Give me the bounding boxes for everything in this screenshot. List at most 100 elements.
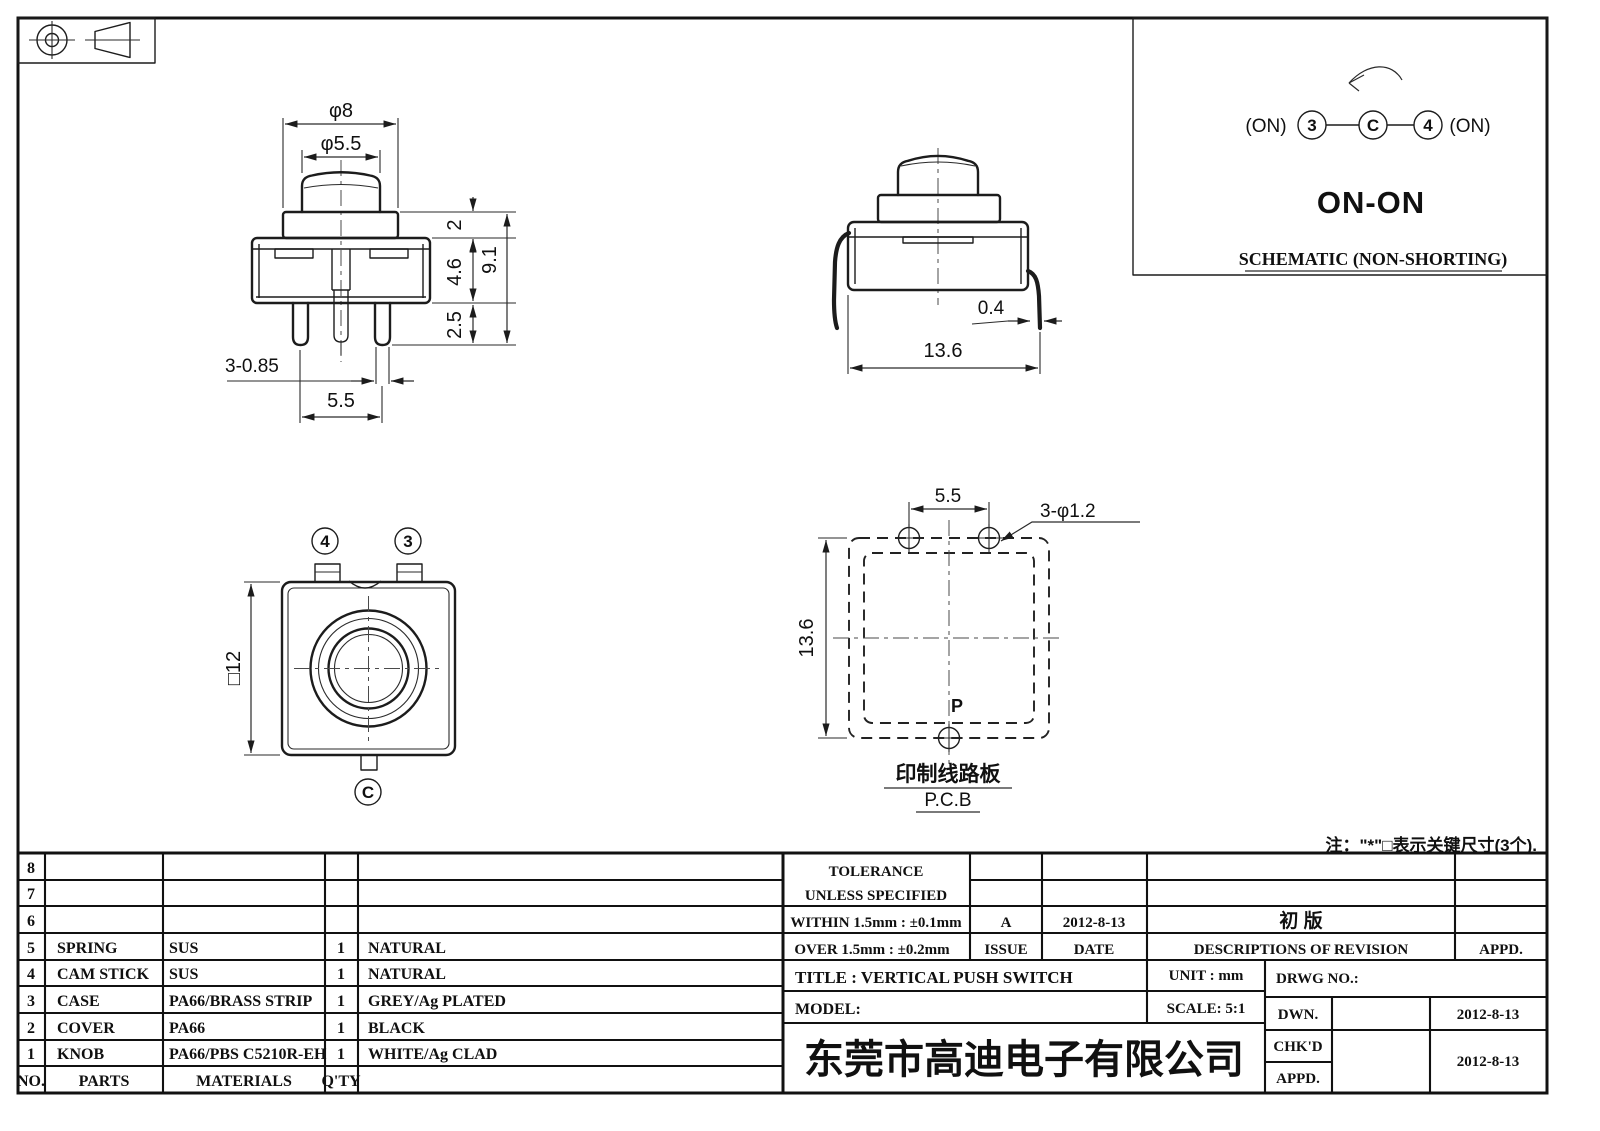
dim-hole-diameter: 3-φ1.2 <box>1040 501 1096 522</box>
parts-table: 8 7 6 5 SPRING SUS 1 NATURAL 4 CAM STICK… <box>17 860 506 1090</box>
date-label: DATE <box>1074 942 1115 958</box>
row-qty: 1 <box>337 966 345 983</box>
issue-value: A <box>1001 915 1012 931</box>
row-color: NATURAL <box>368 966 446 983</box>
dim-square-12: □12 <box>223 651 245 685</box>
left-clip <box>831 230 852 331</box>
side-view: 0.4 13.6 <box>831 148 1062 374</box>
schematic-left-on: (ON) <box>1245 116 1286 137</box>
row-material: PA66/BRASS STRIP <box>169 993 313 1010</box>
row-part: CAM STICK <box>57 966 150 983</box>
revision-block: TOLERANCE UNLESS SPECIFIED WITHIN 1.5mm … <box>790 864 1523 958</box>
row-color: NATURAL <box>368 940 446 957</box>
row-qty: 1 <box>337 940 345 957</box>
company-name: 东莞市高迪电子有限公司 <box>804 1038 1244 1082</box>
pcb-caption-en: P.C.B <box>924 790 971 811</box>
row-material: PA66/PBS C5210R-EH <box>169 1046 327 1063</box>
dim-phi8: φ8 <box>329 100 353 122</box>
unit-label: UNIT : mm <box>1169 968 1244 984</box>
scale-label: SCALE: 5:1 <box>1167 1001 1246 1017</box>
right-clip <box>1025 268 1043 331</box>
revision-appd-label: APPD. <box>1479 942 1523 958</box>
tolerance-over: OVER 1.5mm : ±0.2mm <box>794 942 950 958</box>
toggle-arrow-icon <box>1348 66 1403 84</box>
schematic-terminal-c: C <box>1367 116 1379 135</box>
dim-2-5: 2.5 <box>444 311 466 339</box>
chkd-date: 2012-8-13 <box>1457 1054 1520 1070</box>
table-grid <box>18 851 1547 1093</box>
top-view: 4 3 C □12 <box>223 527 457 806</box>
header-qty: Q'TY <box>321 1073 361 1090</box>
row-no: 3 <box>27 993 35 1010</box>
dim-13-6: 13.6 <box>924 340 963 362</box>
key-dimension-note: 注："*"□表示关键尺寸(3个). <box>1325 835 1537 855</box>
header-parts: PARTS <box>79 1073 130 1090</box>
row-no: 6 <box>27 913 35 930</box>
schematic-right-on: (ON) <box>1449 116 1490 137</box>
row-no: 5 <box>27 940 35 957</box>
model-label: MODEL: <box>795 1001 861 1018</box>
schematic-terminal-4: 4 <box>1423 116 1433 135</box>
row-material: PA66 <box>169 1020 205 1037</box>
pcb-dimensions: 5.5 3-φ1.2 13.6 <box>796 486 1140 739</box>
terminal-label-3: 3 <box>403 532 412 551</box>
appd-label: APPD. <box>1276 1071 1320 1087</box>
projection-symbol <box>17 17 156 64</box>
header-materials: MATERIALS <box>196 1073 292 1090</box>
dim-4-6: 4.6 <box>444 258 466 286</box>
row-no: 2 <box>27 1020 35 1037</box>
row-part: KNOB <box>57 1046 104 1063</box>
dim-9-1: 9.1 <box>479 246 501 274</box>
pcb-caption-cn: 印制线路板 <box>896 762 1002 786</box>
schematic-mode: ON-ON <box>1317 185 1425 220</box>
terminal-label-4: 4 <box>320 532 330 551</box>
tolerance-title: TOLERANCE <box>829 864 924 880</box>
cone-frustum-icon <box>94 21 131 59</box>
tolerance-subtitle: UNLESS SPECIFIED <box>805 888 947 904</box>
row-material: SUS <box>169 966 198 983</box>
tolerance-within: WITHIN 1.5mm : ±0.1mm <box>790 915 962 931</box>
chkd-label: CHK'D <box>1273 1039 1322 1055</box>
pcb-p-label: P <box>951 696 963 716</box>
dim-2: 2 <box>444 219 466 230</box>
dim-clip-0-4: 0.4 <box>978 298 1005 319</box>
schematic-box: (ON) 3 C 4 (ON) ON-ON SCHEMATIC (NON-SHO… <box>1132 17 1548 276</box>
drwg-no-label: DRWG NO.: <box>1276 971 1359 987</box>
dim-pin-pitch: 5.5 <box>327 390 355 412</box>
side-dimensions: 0.4 13.6 <box>847 295 1062 374</box>
dwn-label: DWN. <box>1278 1007 1319 1023</box>
row-part: SPRING <box>57 940 118 957</box>
row-no: 4 <box>27 966 35 983</box>
schematic-caption: SCHEMATIC (NON-SHORTING) <box>1239 249 1508 270</box>
terminal-label-c: C <box>362 783 374 802</box>
row-part: CASE <box>57 993 100 1010</box>
drawing-title: TITLE : VERTICAL PUSH SWITCH <box>795 968 1073 987</box>
row-no: 7 <box>27 886 35 903</box>
row-no: 1 <box>27 1046 35 1063</box>
row-qty: 1 <box>337 1020 345 1037</box>
schematic-terminal-3: 3 <box>1307 116 1316 135</box>
front-dimensions: φ8 φ5.5 2 4.6 2.5 9.1 3- <box>225 100 516 423</box>
row-no: 8 <box>27 860 35 877</box>
pcb-view: 5.5 3-φ1.2 13.6 P 印制线路板 P.C.B <box>796 486 1140 813</box>
row-color: BLACK <box>368 1020 425 1037</box>
dim-pcb-13-6: 13.6 <box>796 619 818 658</box>
front-view: φ8 φ5.5 2 4.6 2.5 9.1 3- <box>225 100 516 423</box>
row-color: GREY/Ag PLATED <box>368 993 506 1010</box>
descriptions-label: DESCRIPTIONS OF REVISION <box>1194 942 1409 958</box>
row-part: COVER <box>57 1020 115 1037</box>
revision-description-value: 初 版 <box>1279 909 1322 932</box>
row-qty: 1 <box>337 1046 345 1063</box>
revision-date-value: 2012-8-13 <box>1063 915 1126 931</box>
row-material: SUS <box>169 940 198 957</box>
top-dimensions: □12 <box>223 581 280 756</box>
issue-label: ISSUE <box>984 942 1027 958</box>
title-block: TITLE : VERTICAL PUSH SWITCH UNIT : mm D… <box>795 968 1519 1087</box>
dim-pin-size: 3-0.85 <box>225 356 279 377</box>
row-qty: 1 <box>337 993 345 1010</box>
dim-phi5-5: φ5.5 <box>321 133 362 155</box>
header-no: NO. <box>17 1073 45 1090</box>
dwn-date: 2012-8-13 <box>1457 1007 1520 1023</box>
